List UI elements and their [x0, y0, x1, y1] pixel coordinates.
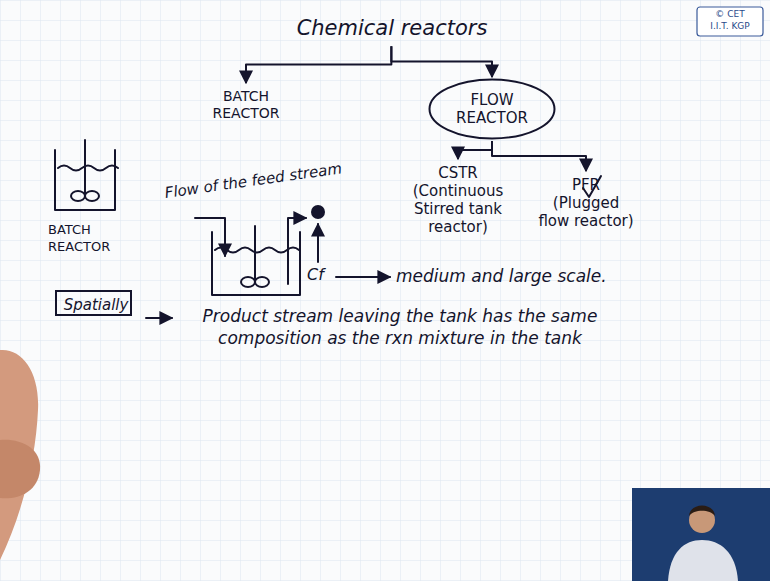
logo-text: © CET: [700, 9, 760, 21]
branch-node: BATCH REACTOR: [200, 84, 292, 126]
tree-connector: [246, 46, 391, 83]
feed-pipe: [195, 218, 225, 256]
hand: [0, 350, 40, 560]
tree-connector: [458, 141, 492, 159]
logo-text: I.I.T. KGP: [700, 21, 760, 33]
outlet-pipe: [288, 218, 306, 284]
tree-connector: [391, 46, 492, 77]
ellipse-outline: [430, 80, 555, 139]
node-content: BATCH REACTOR: [206, 88, 286, 122]
node-heading: PFR: [536, 176, 636, 194]
node-heading: BATCH REACTOR: [206, 88, 286, 122]
node-heading: FLOW REACTOR: [452, 91, 532, 127]
node-heading: CSTR: [404, 164, 512, 182]
tree-connector: [492, 141, 586, 171]
pointer-arrow: [317, 224, 319, 262]
node-heading: Chemical reactors: [296, 16, 488, 41]
stirrer-blade: [241, 277, 255, 287]
branch-node: PFR(Plugged flow reactor): [530, 172, 642, 234]
liquid-level: [215, 248, 299, 253]
sample-dot: [311, 205, 325, 219]
node-heading: Spatially: [63, 296, 129, 314]
flow-reactor-ellipse: FLOW REACTOR: [428, 78, 556, 140]
branch-node: CSTR(Continuous Stirred tank reactor): [398, 160, 518, 240]
cstr-note: Product stream leaving the tank has the …: [190, 305, 610, 349]
liquid-level: [58, 166, 118, 171]
node-content: FLOW REACTOR: [452, 91, 532, 127]
logo-frame: [697, 7, 763, 36]
node-content: PFR(Plugged flow reactor): [536, 176, 636, 230]
node-content: CSTR(Continuous Stirred tank reactor): [404, 164, 512, 236]
pointer-arrow: [146, 317, 172, 319]
spatially-box: Spatially: [55, 290, 132, 316]
scale-note: medium and large scale.: [396, 265, 656, 287]
node-body: (Plugged flow reactor): [536, 194, 636, 230]
node-content: Spatially: [63, 296, 129, 314]
stirrer-blade: [85, 191, 99, 201]
stirrer-shaft: [254, 226, 256, 279]
concentration-symbol: Cf: [307, 265, 347, 286]
stirrer-blade: [71, 191, 85, 201]
stirrer-blade: [255, 277, 269, 287]
stirrer-shaft: [84, 140, 86, 194]
webcam-inset: [632, 488, 770, 581]
node-content: Chemical reactors: [296, 16, 488, 41]
pointer-arrow: [336, 276, 390, 278]
node-body: (Continuous Stirred tank reactor): [404, 182, 512, 236]
sketch-caption: BATCH REACTOR: [48, 222, 128, 256]
root-node: Chemical reactors: [290, 12, 493, 45]
